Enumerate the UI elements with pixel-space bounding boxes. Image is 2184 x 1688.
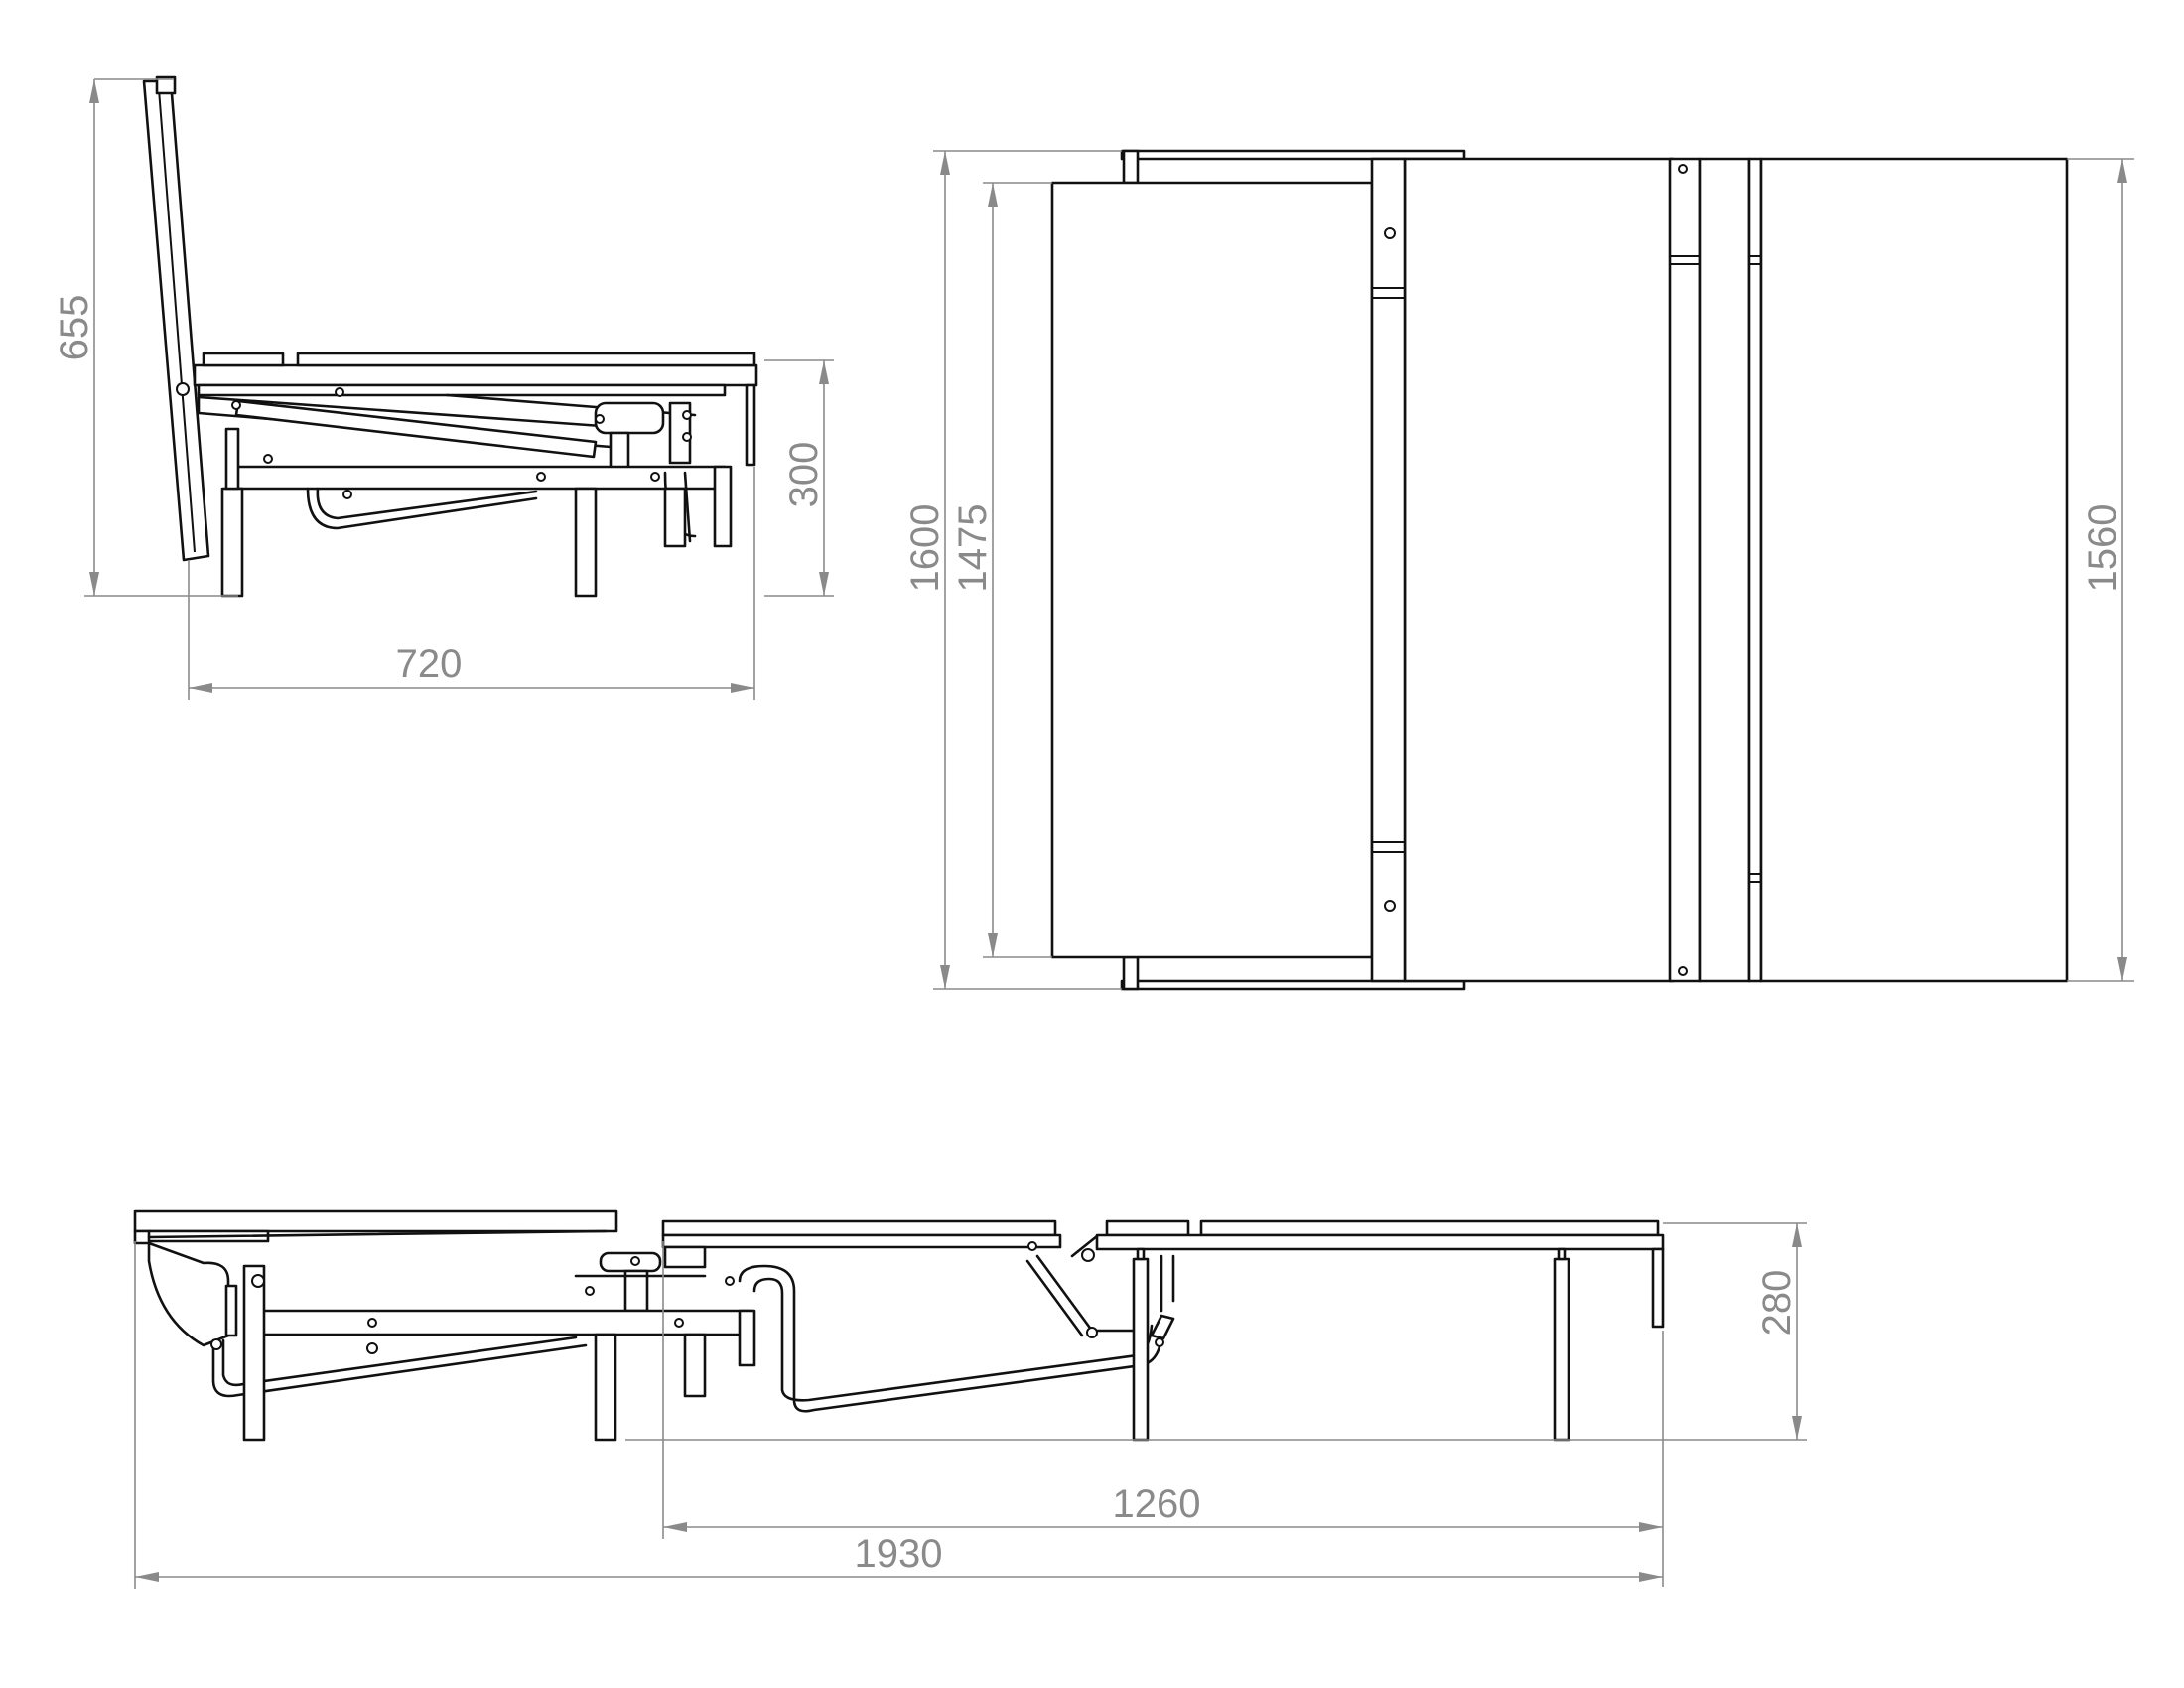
top-view <box>1050 149 2069 991</box>
dim-720: 720 <box>396 642 463 686</box>
side-view-unfolded <box>133 1209 1665 1442</box>
unfolded-leg-3 <box>683 1333 707 1398</box>
side-leg-middle <box>574 487 598 598</box>
seat-frame-rail <box>197 383 727 397</box>
top-frame-rail-top <box>1120 149 1466 161</box>
side-leg-front <box>220 487 244 598</box>
unfolded-seat-board-1 <box>661 1219 1057 1237</box>
top-right-cushion <box>1759 157 2069 983</box>
side-view-folded <box>142 75 758 598</box>
dimensions-top-view: 1600 1475 1560 <box>903 150 2134 990</box>
unfolded-base-rail <box>244 1309 754 1336</box>
side-leg-rear <box>663 487 687 548</box>
unfolded-seat-board-3 <box>1199 1219 1660 1237</box>
unfolded-leg-2 <box>594 1333 617 1442</box>
dimensions-side-view: 655 300 720 <box>53 78 834 700</box>
backrest-top-cap <box>155 75 177 95</box>
dim-1260: 1260 <box>1113 1482 1201 1526</box>
seat-board <box>193 363 758 387</box>
base-frame-rail <box>226 465 727 491</box>
dim-300: 300 <box>782 442 826 508</box>
unfolded-backrest <box>133 1209 618 1233</box>
top-center-panel <box>1403 157 1675 983</box>
top-left-cushion <box>1050 181 1374 959</box>
dim-1475: 1475 <box>951 504 995 593</box>
dim-1930: 1930 <box>855 1532 943 1576</box>
dim-655: 655 <box>53 295 96 361</box>
dimensions-unfolded-view: 280 1260 1930 <box>134 1222 1807 1589</box>
dim-280: 280 <box>1755 1270 1799 1336</box>
dim-1600: 1600 <box>903 504 947 593</box>
unfolded-leg-1 <box>242 1264 266 1442</box>
unfolded-leg-5 <box>1553 1257 1570 1442</box>
top-frame-rail-bottom <box>1120 979 1466 991</box>
unfolded-seat-board-2 <box>1105 1219 1190 1237</box>
unfolded-leg-4 <box>1132 1257 1150 1442</box>
dim-1560: 1560 <box>2081 504 2124 593</box>
